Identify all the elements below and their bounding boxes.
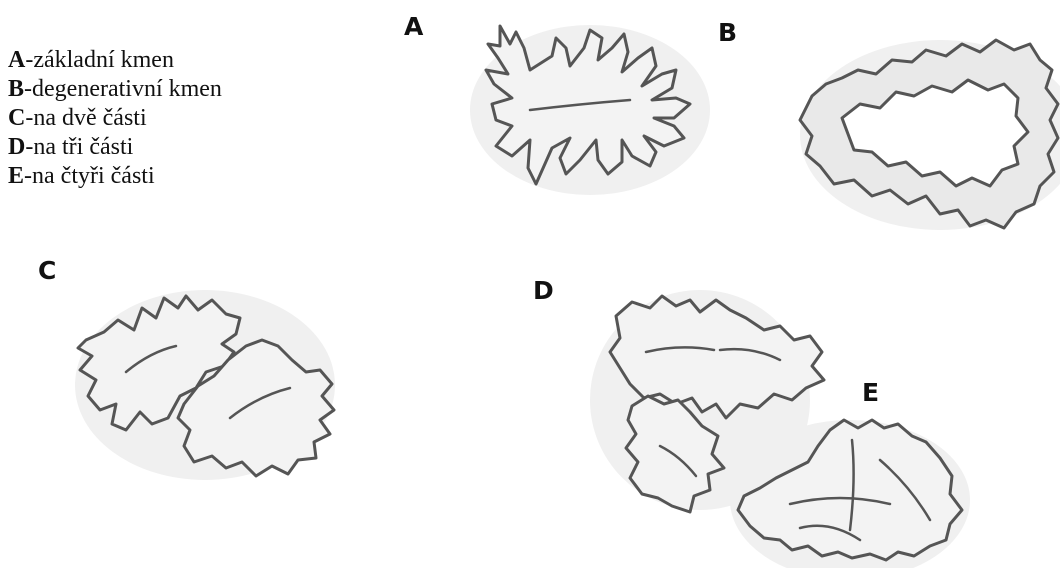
shape-b-degenerative-trunk [800, 40, 1060, 230]
shape-c-two-parts [75, 290, 335, 480]
shape-a-basic-trunk [470, 25, 710, 195]
